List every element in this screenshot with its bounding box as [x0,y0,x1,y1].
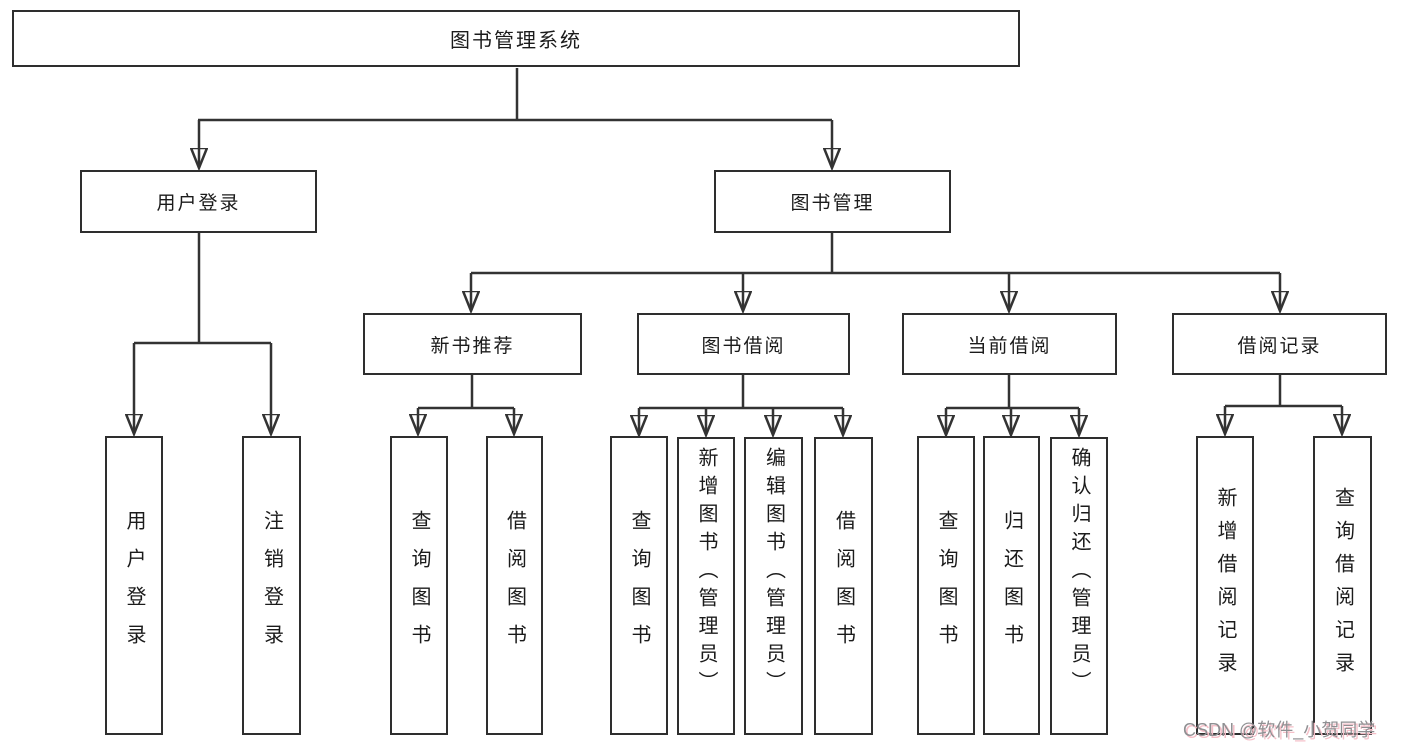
leaf-current-return-book: 归还图书 [983,436,1040,735]
node-book-borrow: 图书借阅 [637,313,850,375]
leaf-records-add-record: 新增借阅记录 [1196,436,1254,735]
node-current-borrow: 当前借阅 [902,313,1117,375]
leaf-current-confirm-return-admin: 确认归还（管理员） [1050,437,1108,735]
leaf-borrow-query-book: 查询图书 [610,436,668,735]
node-book-management: 图书管理 [714,170,951,233]
leaf-current-query-book: 查询图书 [917,436,975,735]
leaf-user-login: 用户登录 [105,436,163,735]
leaf-recommend-query-book: 查询图书 [390,436,448,735]
leaf-borrow-borrow-book: 借阅图书 [814,437,873,735]
leaf-records-query-record: 查询借阅记录 [1313,436,1372,735]
leaf-logout: 注销登录 [242,436,301,735]
leaf-recommend-borrow-book: 借阅图书 [486,436,543,735]
node-new-book-recommend: 新书推荐 [363,313,582,375]
node-borrow-records: 借阅记录 [1172,313,1387,375]
leaf-borrow-add-book-admin: 新增图书（管理员） [677,437,735,735]
leaf-borrow-edit-book-admin: 编辑图书（管理员） [744,437,803,735]
node-user-login: 用户登录 [80,170,317,233]
csdn-watermark: CSDN @软件_小贺同学 [1183,720,1376,740]
node-root: 图书管理系统 [12,10,1020,67]
